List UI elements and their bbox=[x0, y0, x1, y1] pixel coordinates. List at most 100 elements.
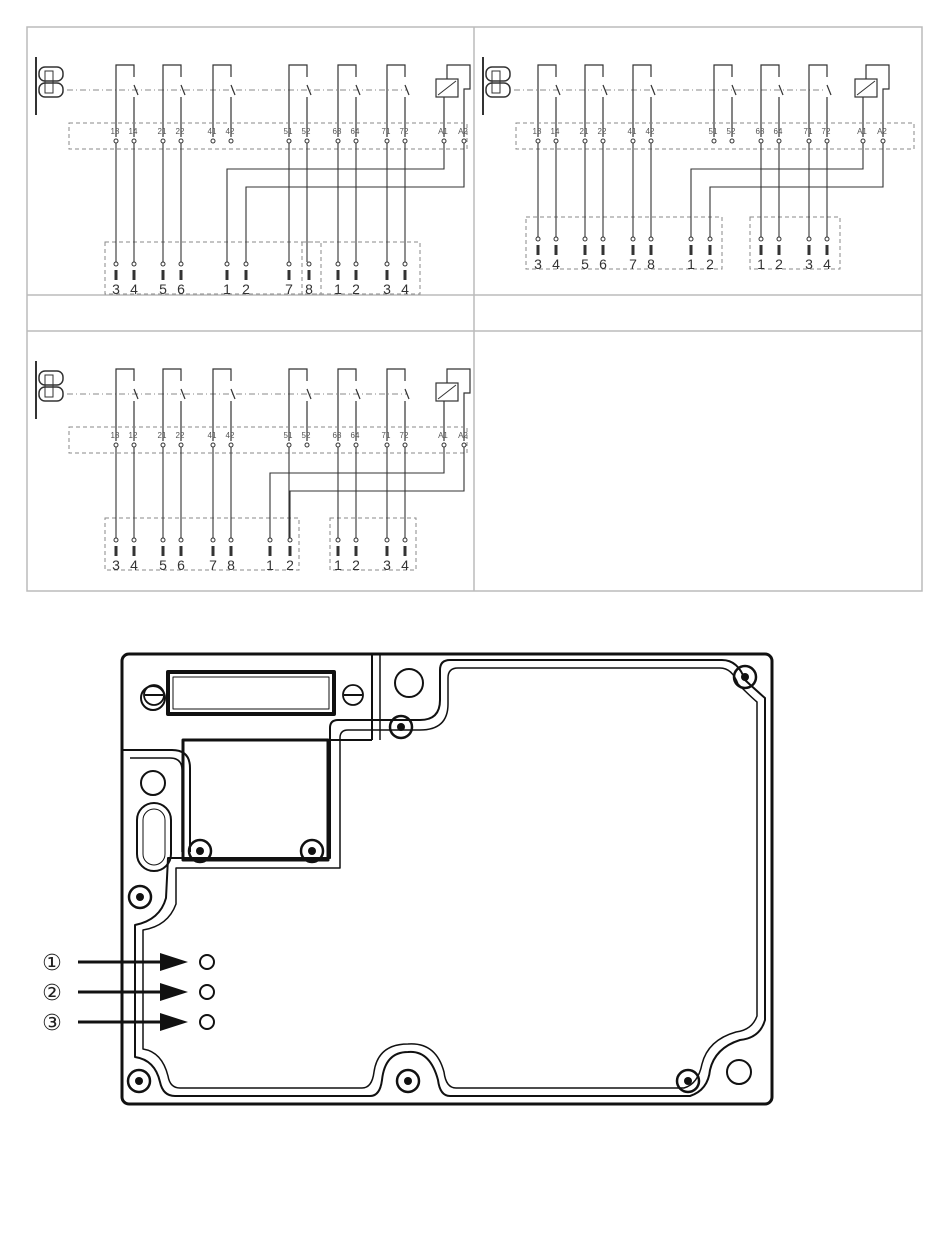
screw-center bbox=[684, 1077, 692, 1085]
pin-contact bbox=[537, 245, 540, 255]
led-indicator bbox=[200, 985, 214, 999]
terminal-dot bbox=[442, 443, 446, 447]
pin-dot bbox=[244, 262, 248, 266]
arrow-right-icon bbox=[160, 1013, 188, 1031]
pin-label: 1 bbox=[266, 557, 274, 573]
terminal-label: A2 bbox=[458, 127, 468, 136]
screw-center bbox=[135, 1077, 143, 1085]
pin-dot bbox=[354, 538, 358, 542]
pin-contact bbox=[808, 245, 811, 255]
terminal-label: 64 bbox=[351, 431, 360, 440]
terminal-dot bbox=[442, 139, 446, 143]
terminal-label: 51 bbox=[709, 127, 718, 136]
actuator-body bbox=[45, 375, 53, 397]
pin-label: 2 bbox=[706, 256, 714, 272]
table-grid bbox=[27, 27, 922, 591]
terminal-dot bbox=[631, 139, 635, 143]
terminal-label: 51 bbox=[284, 431, 293, 440]
pin-dot bbox=[354, 262, 358, 266]
terminal-dot bbox=[305, 443, 309, 447]
pin-label: 1 bbox=[334, 281, 342, 297]
terminal-dot bbox=[229, 443, 233, 447]
terminal-label: 22 bbox=[176, 431, 185, 440]
terminal-label: 71 bbox=[382, 127, 391, 136]
led-indicator bbox=[200, 955, 214, 969]
terminal-label: 22 bbox=[598, 127, 607, 136]
terminal-label: A1 bbox=[438, 431, 448, 440]
pin-contact bbox=[584, 245, 587, 255]
terminal-label: 13 bbox=[111, 431, 120, 440]
coil-route-wire bbox=[246, 143, 464, 262]
terminal-dot bbox=[211, 443, 215, 447]
mounting-hole bbox=[727, 1060, 751, 1084]
pin-contact bbox=[162, 546, 165, 556]
led-indicator bbox=[200, 1015, 214, 1029]
terminal-label: A2 bbox=[458, 431, 468, 440]
pin-dot bbox=[583, 237, 587, 241]
terminal-dot bbox=[649, 139, 653, 143]
pin-dot bbox=[601, 237, 605, 241]
pin-contact bbox=[690, 245, 693, 255]
arrow-right-icon bbox=[160, 983, 188, 1001]
pin-label: 7 bbox=[629, 256, 637, 272]
terminal-label: 13 bbox=[111, 127, 120, 136]
pin-label: 2 bbox=[286, 557, 294, 573]
screw-center bbox=[404, 1077, 412, 1085]
terminal-dot bbox=[536, 139, 540, 143]
terminal-dot bbox=[759, 139, 763, 143]
pin-dot bbox=[225, 262, 229, 266]
terminal-dot bbox=[287, 139, 291, 143]
pin-label: 5 bbox=[159, 557, 167, 573]
pin-dot bbox=[385, 262, 389, 266]
terminal-dot bbox=[554, 139, 558, 143]
mounting-hole bbox=[141, 771, 165, 795]
terminal-dot bbox=[403, 443, 407, 447]
terminal-label: 63 bbox=[333, 431, 342, 440]
actuator-head bbox=[39, 83, 63, 97]
terminal-dot bbox=[462, 139, 466, 143]
pin-contact bbox=[650, 245, 653, 255]
screw-center bbox=[741, 673, 749, 681]
actuator-body bbox=[45, 71, 53, 93]
pin-contact bbox=[133, 546, 136, 556]
pin-dot bbox=[179, 262, 183, 266]
pin-dot bbox=[777, 237, 781, 241]
pin-contact bbox=[308, 270, 311, 280]
terminal-dot bbox=[132, 139, 136, 143]
terminal-dot bbox=[179, 139, 183, 143]
terminal-label: 13 bbox=[533, 127, 542, 136]
pin-label: 4 bbox=[823, 256, 831, 272]
terminal-label: 52 bbox=[302, 431, 311, 440]
terminal-label: A2 bbox=[877, 127, 887, 136]
terminal-dot bbox=[825, 139, 829, 143]
pin-dot bbox=[268, 538, 272, 542]
pin-dot bbox=[689, 237, 693, 241]
actuator-key-icon bbox=[36, 361, 63, 419]
terminal-label: 72 bbox=[400, 127, 409, 136]
pin-contact bbox=[386, 546, 389, 556]
terminal-dot bbox=[385, 443, 389, 447]
terminal-dot bbox=[861, 139, 865, 143]
screw-center bbox=[397, 723, 405, 731]
terminal-label: 71 bbox=[382, 431, 391, 440]
housing-holes bbox=[128, 666, 756, 1092]
terminal-dot bbox=[354, 443, 358, 447]
terminal-label: 52 bbox=[302, 127, 311, 136]
pin-contact bbox=[212, 546, 215, 556]
pin-label: 6 bbox=[177, 557, 185, 573]
pin-dot bbox=[403, 262, 407, 266]
pin-contact bbox=[162, 270, 165, 280]
pin-dot bbox=[385, 538, 389, 542]
terminal-dot bbox=[807, 139, 811, 143]
terminal-label: 63 bbox=[333, 127, 342, 136]
pin-dot bbox=[114, 262, 118, 266]
pin-label: 3 bbox=[534, 256, 542, 272]
terminal-label: 14 bbox=[129, 127, 138, 136]
pin-label: 1 bbox=[687, 256, 695, 272]
arrow-right-icon bbox=[160, 953, 188, 971]
terminal-dot bbox=[161, 443, 165, 447]
pin-contact bbox=[230, 546, 233, 556]
pin-dot bbox=[114, 538, 118, 542]
pin-contact bbox=[269, 546, 272, 556]
